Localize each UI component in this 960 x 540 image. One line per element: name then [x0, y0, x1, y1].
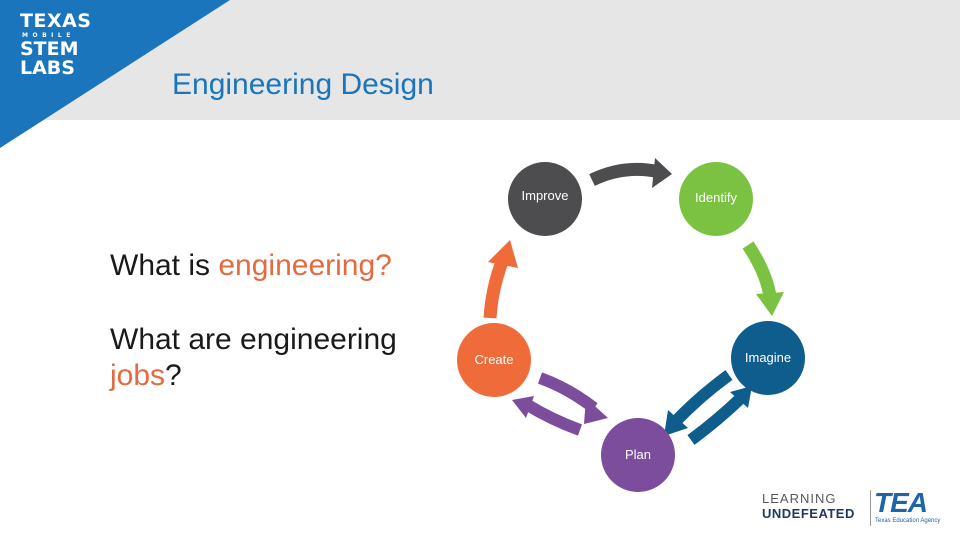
logo-line-mobile: MOBILE [22, 32, 75, 39]
step-imagine-label: Imagine [745, 350, 791, 365]
learning-undefeated-logo-line2: UNDEFEATED [762, 506, 855, 521]
arrow-create-to-improve [483, 240, 518, 319]
question-engineering: What is engineering? [110, 248, 392, 284]
arrow-improve-to-identify [589, 158, 672, 188]
step-improve-label: Improve [522, 188, 569, 203]
question-1-text: What is [110, 249, 219, 282]
step-imagine: Imagine [731, 321, 805, 395]
logo-line-labs: LABS [20, 57, 75, 79]
step-create-label: Create [474, 352, 513, 367]
question-1-highlight: engineering? [218, 249, 392, 282]
question-jobs: What are engineering jobs? [110, 322, 440, 394]
brand-corner [0, 0, 230, 148]
tea-logo-subtitle: Texas Education Agency [875, 518, 941, 524]
engineering-design-cycle: Improve Identify Imagine Plan Create [457, 158, 805, 492]
arrow-create-to-plan [537, 372, 608, 424]
logo-line-texas: TEXAS [20, 10, 92, 32]
tea-logo: TEA [874, 487, 928, 518]
question-2-text: What are engineering [110, 323, 397, 356]
question-2-highlight: jobs [110, 359, 166, 392]
step-create: Create [457, 323, 531, 397]
arrow-plan-to-create [512, 396, 583, 436]
texas-mobile-stem-labs-logo: TEXAS MOBILE STEM LABS [20, 12, 91, 78]
learning-undefeated-logo-line1: LEARNING [762, 491, 837, 506]
step-identify-label: Identify [695, 190, 737, 205]
question-2-suffix: ? [165, 359, 182, 392]
footer-logos: LEARNING UNDEFEATED TEA Texas Education … [762, 487, 942, 530]
step-improve: Improve [508, 162, 582, 236]
step-plan-label: Plan [625, 447, 651, 462]
arrow-plan-to-imagine [687, 386, 752, 445]
step-identify: Identify [679, 162, 753, 236]
arrow-imagine-to-plan [664, 370, 733, 436]
logo-line-stem: STEM [20, 38, 79, 60]
logo-divider [870, 490, 871, 526]
page-title: Engineering Design [172, 68, 434, 101]
step-plan: Plan [601, 418, 675, 492]
arrow-identify-to-imagine [742, 241, 784, 316]
